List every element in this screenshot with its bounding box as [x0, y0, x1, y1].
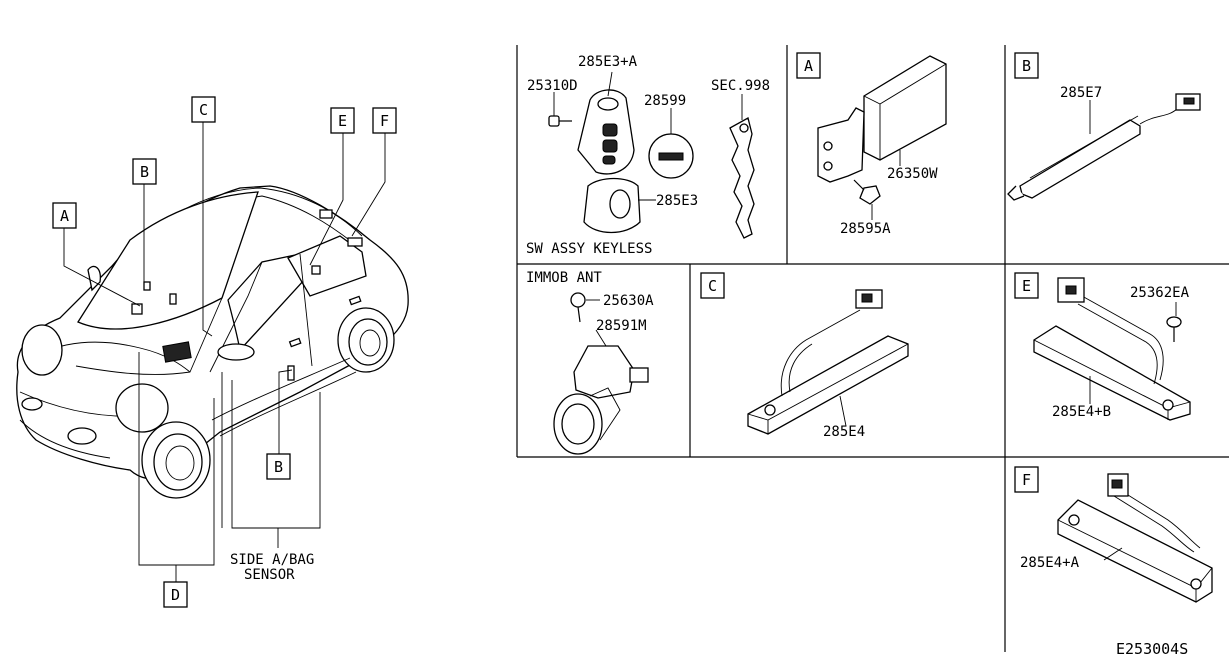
- panel-b: B 285E7: [1007, 52, 1201, 201]
- part-285e4: 285E4: [823, 424, 865, 440]
- panel-f: F 285E4+A: [1014, 466, 1213, 603]
- side-airbag-label-line2: SENSOR: [244, 567, 295, 583]
- part-28595a: 28595A: [840, 221, 891, 237]
- part-sec-998: SEC.998: [711, 78, 770, 94]
- part-285e3-a: 285E3+A: [578, 54, 638, 70]
- side-airbag-label-line1: SIDE A/BAG: [230, 552, 314, 568]
- panel-f-tag: F: [1022, 471, 1031, 489]
- callout-d: D: [171, 586, 180, 604]
- panel-b-tag: B: [1022, 57, 1031, 75]
- part-25362ea: 25362EA: [1130, 285, 1190, 301]
- panel-a: A 26350W 28595A: [796, 52, 947, 237]
- car-illustration: [16, 120, 409, 582]
- diagram-code: E253004S: [1116, 640, 1188, 658]
- part-28591m: 28591M: [596, 318, 647, 334]
- callout-e: E: [338, 112, 347, 130]
- panel-e-tag: E: [1022, 277, 1031, 295]
- panel-keyless: 285E3+A 25310D 28599 SEC.998 285E3 SW AS…: [526, 54, 770, 257]
- callout-b-top: B: [140, 163, 149, 181]
- keyless-title: SW ASSY KEYLESS: [526, 241, 652, 257]
- callout-a: A: [60, 207, 69, 225]
- panel-immob: IMMOB ANT 25630A 28591M: [526, 270, 654, 455]
- immob-title: IMMOB ANT: [526, 270, 602, 286]
- part-285e4-b: 285E4+B: [1052, 404, 1111, 420]
- part-28599: 28599: [644, 93, 686, 109]
- panel-c: C 285E4: [700, 272, 909, 440]
- panel-e: E 25362EA 285E4+B: [1014, 272, 1191, 421]
- panel-grid: [516, 45, 1229, 652]
- part-26350w: 26350W: [887, 166, 938, 182]
- car-callouts: A B C E F B D SIDE A/BAG SENSOR: [52, 96, 397, 608]
- callout-f: F: [380, 112, 389, 130]
- panel-a-tag: A: [804, 57, 813, 75]
- callout-b-bottom: B: [274, 458, 283, 476]
- part-25630a: 25630A: [603, 293, 654, 309]
- part-285e4-a: 285E4+A: [1020, 555, 1080, 571]
- part-285e3: 285E3: [656, 193, 698, 209]
- panel-c-tag: C: [708, 277, 717, 295]
- part-285e7: 285E7: [1060, 85, 1102, 101]
- part-25310d: 25310D: [527, 78, 578, 94]
- callout-c: C: [199, 101, 208, 119]
